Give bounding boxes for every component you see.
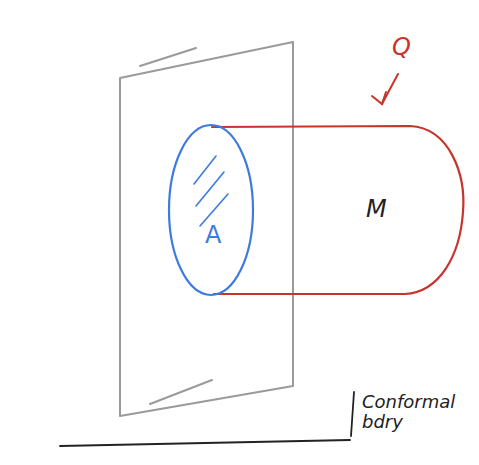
region-label: M [366, 196, 387, 222]
boundary-plane [120, 42, 293, 416]
bracket-line [351, 392, 354, 436]
plane-edge-stroke [150, 380, 212, 404]
curve-label: Q [392, 34, 411, 60]
region-ellipse: A [166, 122, 256, 298]
boundary-note: Conformal bdry [362, 392, 466, 432]
ellipse-outline [166, 122, 256, 298]
hatching [194, 156, 216, 184]
bulk-surface-curve [212, 126, 463, 294]
pointer-head [372, 92, 386, 104]
region-label: A [205, 221, 221, 249]
plane-edge-stroke [140, 48, 196, 66]
hatching [196, 172, 224, 206]
underline [60, 440, 350, 446]
ellipse-outline [169, 125, 253, 295]
